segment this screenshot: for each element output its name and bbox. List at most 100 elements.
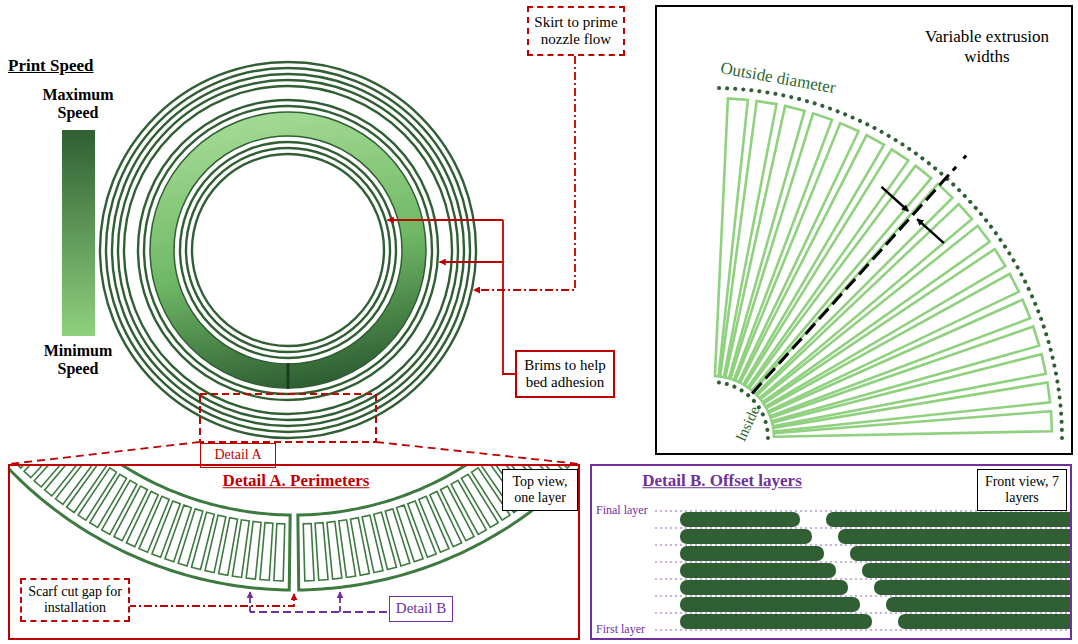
box-text: Detail B [396,600,446,617]
perimeter-infill [24,466,70,478]
radial-dash [752,167,956,394]
layer-bead [850,546,1070,561]
skirt-loop [118,80,458,420]
extrusion-path [774,411,1052,437]
box-text: Brims to help bed adhesion [522,357,608,392]
brim-loop [138,100,438,400]
perimeter-infill [14,466,61,468]
perimeter-infill [527,466,574,468]
layer-bead [898,614,1070,629]
layer-label: Final layer [596,504,654,518]
extrusion-comb [712,88,1062,438]
leader-line [387,219,503,221]
offset-layers [655,511,1070,630]
layer-line [655,561,1070,563]
layer-line [655,578,1070,580]
outside-diameter-arc [712,88,1062,438]
callout-box: Skirt to prime nozzle flow [527,6,625,56]
pointer-line [128,594,294,606]
brim-loop [180,142,396,358]
perimeter-arc [10,466,578,590]
scale-label: Maximum Speed [38,86,118,123]
perimeter-infill [45,466,88,496]
panel-text: Outside diameter [719,58,837,97]
extrusion-path [730,113,832,380]
brim-loop [186,148,390,352]
inset-panel: Outside diameter Variable extrusion width… [655,5,1073,455]
skirt-loop [100,62,476,438]
perimeter-infill [315,523,328,580]
detail-frame [200,394,376,442]
layer-bead [826,512,1070,527]
perimeter-infill [362,515,383,573]
extrusion-path [715,98,748,376]
width-arrow [881,187,908,211]
perimeter-infill [260,523,273,580]
layer-line [655,544,1070,546]
perimeter-infill [303,524,314,581]
pointer-line [339,592,341,612]
layer-line [655,629,1070,631]
skirt-loop [112,74,464,426]
layer-bead [886,597,1070,612]
box-text: Skirt to prime nozzle flow [534,14,618,49]
layer-bead [680,614,872,629]
layer-bead [680,597,860,612]
radial-dot [964,156,967,159]
layer-bead [680,512,800,527]
skirt-loop [124,86,452,414]
brim-loop [192,154,384,346]
callout-box: Scarf cut gap for installation [20,578,130,622]
leader-line [440,261,503,263]
layer-bead [874,580,1070,595]
box-text: Detail A [214,447,261,463]
brim-loop [144,106,432,394]
extrusion-path [720,101,776,377]
extrusion-path [745,149,909,387]
zoom-line [9,442,200,464]
legend-title: Print Speed [8,56,118,76]
layer-bead [838,529,1070,544]
speed-bar [62,130,95,336]
panel-text: Variable extrusion widths [907,27,1067,66]
detail-panel: Detail A. Perimeters Top view, one layerS… [8,464,580,640]
layer-bead [680,580,848,595]
panel-text: Inside [732,404,763,445]
width-arrow [917,219,944,243]
detail-panel: Detail B. Offset layersFront view, 7 lay… [590,464,1072,640]
scarf-gap [287,363,290,389]
layer-line [655,527,1070,529]
perimeter-infill [205,515,226,573]
layer-line [655,595,1070,597]
view-note: Front view, 7 layers [977,469,1067,511]
perimeter-infill [219,518,238,576]
layer-bead [862,563,1070,578]
layer-label: First layer [596,623,654,637]
zoom-line [376,442,579,464]
scale-label: Minimum Speed [38,342,118,379]
perimeter-infill [274,524,285,581]
leader-line [503,220,515,374]
detail-label: Detail B [389,596,453,622]
perimeter-infill [339,520,356,578]
perimeter-infill [34,466,78,487]
callout-box: Brims to help bed adhesion [515,350,615,398]
perimeter-infill [350,518,369,576]
perimeter-infill [56,466,97,504]
panel-text: Detail A. Perimeters [223,471,370,491]
part-band [150,112,426,388]
perimeter-infill [232,520,249,578]
view-note: Top view, one layer [502,469,578,511]
leader-line [474,56,575,290]
printed-ring [100,62,476,438]
box-text: Scarf cut gap for installation [27,584,123,616]
layer-bead [680,529,812,544]
layer-bead [680,563,836,578]
skirt-loop [106,68,470,432]
box-text: Top view, one layer [508,474,572,506]
layer-bead [680,546,824,561]
layer-line [655,612,1070,614]
pointer-line [249,592,251,612]
